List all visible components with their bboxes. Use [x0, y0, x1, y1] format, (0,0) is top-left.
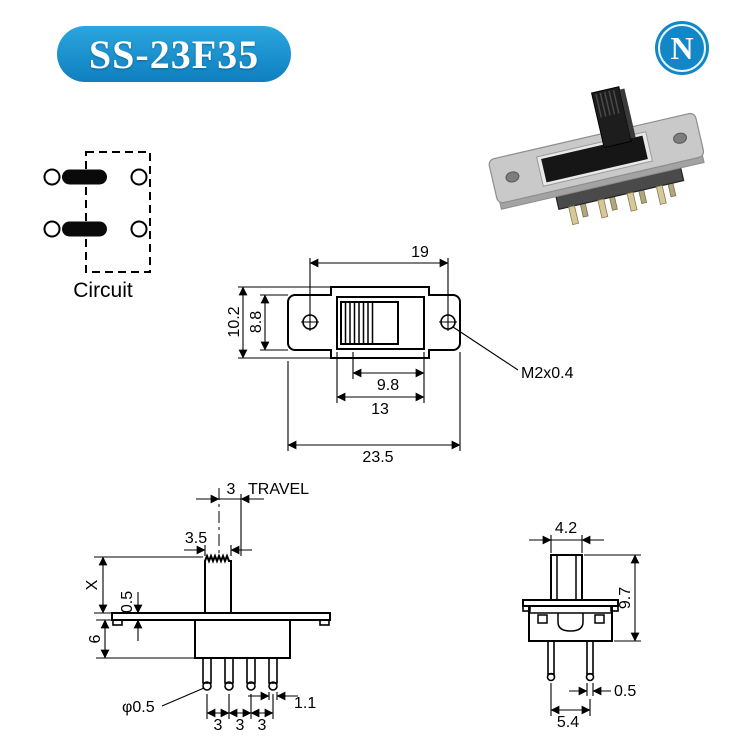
- slider-knob-photo: [590, 86, 636, 149]
- dim-knob-width-end-label: 4.2: [555, 520, 577, 537]
- switch-pins-front: [568, 184, 667, 226]
- dim-slot-length-label: 9.8: [377, 377, 399, 394]
- dim-row-pitch: 5.4: [550, 683, 591, 731]
- circuit-terminal-icon: [43, 220, 61, 238]
- circuit-terminal-icon: [130, 168, 148, 186]
- thread-callout: M2x0.4: [452, 326, 574, 382]
- top-view-drawing: 19 10.2 8.8 9.8 13 23.5 M2x: [226, 244, 574, 466]
- dim-pin-pitch: 3 3 3: [206, 694, 274, 734]
- dim-body-length: 13: [336, 352, 425, 418]
- bracket-tab: [319, 619, 330, 626]
- dim-knob-height: X: [84, 556, 203, 614]
- dim-knob-width: 3.5: [184, 530, 252, 556]
- dim-hole-pitch-label: 19: [411, 244, 429, 261]
- dim-row-pitch-label: 5.4: [557, 714, 579, 731]
- dim-pin-pitch-label-1: 3: [214, 717, 223, 734]
- brand-logo: N: [655, 21, 709, 75]
- title-badge-text: SS-23F35: [88, 31, 260, 77]
- circuit-contact-bar: [62, 169, 107, 185]
- dim-pin-width-label: 1.1: [294, 695, 316, 712]
- circuit-terminal-icon: [130, 220, 148, 238]
- dim-pin-pitch-label-2: 3: [236, 717, 245, 734]
- thread-spec-label: M2x0.4: [521, 365, 574, 382]
- dim-body-height: 6: [87, 619, 195, 659]
- title-badge: SS-23F35: [57, 26, 291, 82]
- dim-body-height-label: 6: [87, 634, 104, 643]
- dim-overall-length: 23.5: [287, 352, 461, 466]
- pins-side: [202, 657, 278, 691]
- dim-outer-height-label: 10.2: [226, 306, 243, 337]
- circuit-contact-bar: [62, 221, 107, 237]
- dim-pin-dia-end-label: 0.5: [614, 683, 636, 700]
- dim-knob-height-label: X: [84, 579, 101, 590]
- dim-travel-label: 3: [227, 481, 236, 498]
- body-end-detail: [529, 612, 612, 632]
- dim-pin-width: 1.1: [248, 691, 316, 712]
- circuit-label: Circuit: [73, 279, 133, 302]
- dim-plate-thickness: 0.5: [119, 591, 143, 641]
- slider-knob-top: [340, 301, 399, 345]
- switch-body-outline: [336, 296, 425, 350]
- bracket-tab: [112, 619, 123, 626]
- body-side-outline: [194, 619, 291, 659]
- dim-pin-pitch-label-3: 3: [258, 717, 267, 734]
- knob-side-outline: [204, 553, 232, 613]
- dim-travel: 3 TRAVEL: [196, 481, 309, 556]
- mounting-hole-photo: [673, 132, 687, 144]
- brand-logo-ring: [658, 24, 706, 72]
- dim-plate-thickness-label: 0.5: [119, 591, 136, 613]
- pins-end: [546, 640, 595, 682]
- bracket-side: [111, 612, 331, 621]
- dim-overall-height-label: 9.7: [617, 587, 634, 609]
- slot-photo: [541, 135, 648, 183]
- mounting-hole-photo: [505, 171, 520, 183]
- side-view-drawing: 3 TRAVEL 3.5 X: [84, 481, 331, 734]
- dim-overall-height: 9.7: [584, 554, 641, 642]
- product-photo: [488, 86, 705, 226]
- circuit-terminal-icon: [43, 168, 61, 186]
- dim-knob-width-end: 4.2: [529, 520, 604, 553]
- dim-inner-height-label: 8.8: [248, 311, 265, 333]
- dim-knob-width-label: 3.5: [185, 530, 207, 547]
- circuit-body-outline: [85, 151, 151, 273]
- travel-text-label: TRAVEL: [248, 481, 309, 498]
- dim-slot-length: 9.8: [352, 352, 425, 403]
- pin-dia-callout: φ0.5: [122, 687, 205, 716]
- dim-body-length-label: 13: [371, 401, 389, 418]
- knob-end-outline: [550, 554, 583, 601]
- dim-hole-pitch: 19: [309, 244, 449, 316]
- dim-inner-height: 8.8: [248, 294, 288, 351]
- dim-pin-dia-end: 0.5: [569, 683, 636, 700]
- bracket-outline: [287, 286, 461, 359]
- brand-logo-letter: N: [670, 29, 694, 66]
- dim-outer-height: 10.2: [226, 286, 331, 359]
- circuit-diagram: Circuit: [43, 151, 151, 302]
- dim-overall-length-label: 23.5: [362, 449, 393, 466]
- pin-dia-label: φ0.5: [122, 699, 155, 716]
- body-end-outline: [528, 605, 613, 642]
- end-view-drawing: 4.2 9.7 0.5: [522, 520, 641, 731]
